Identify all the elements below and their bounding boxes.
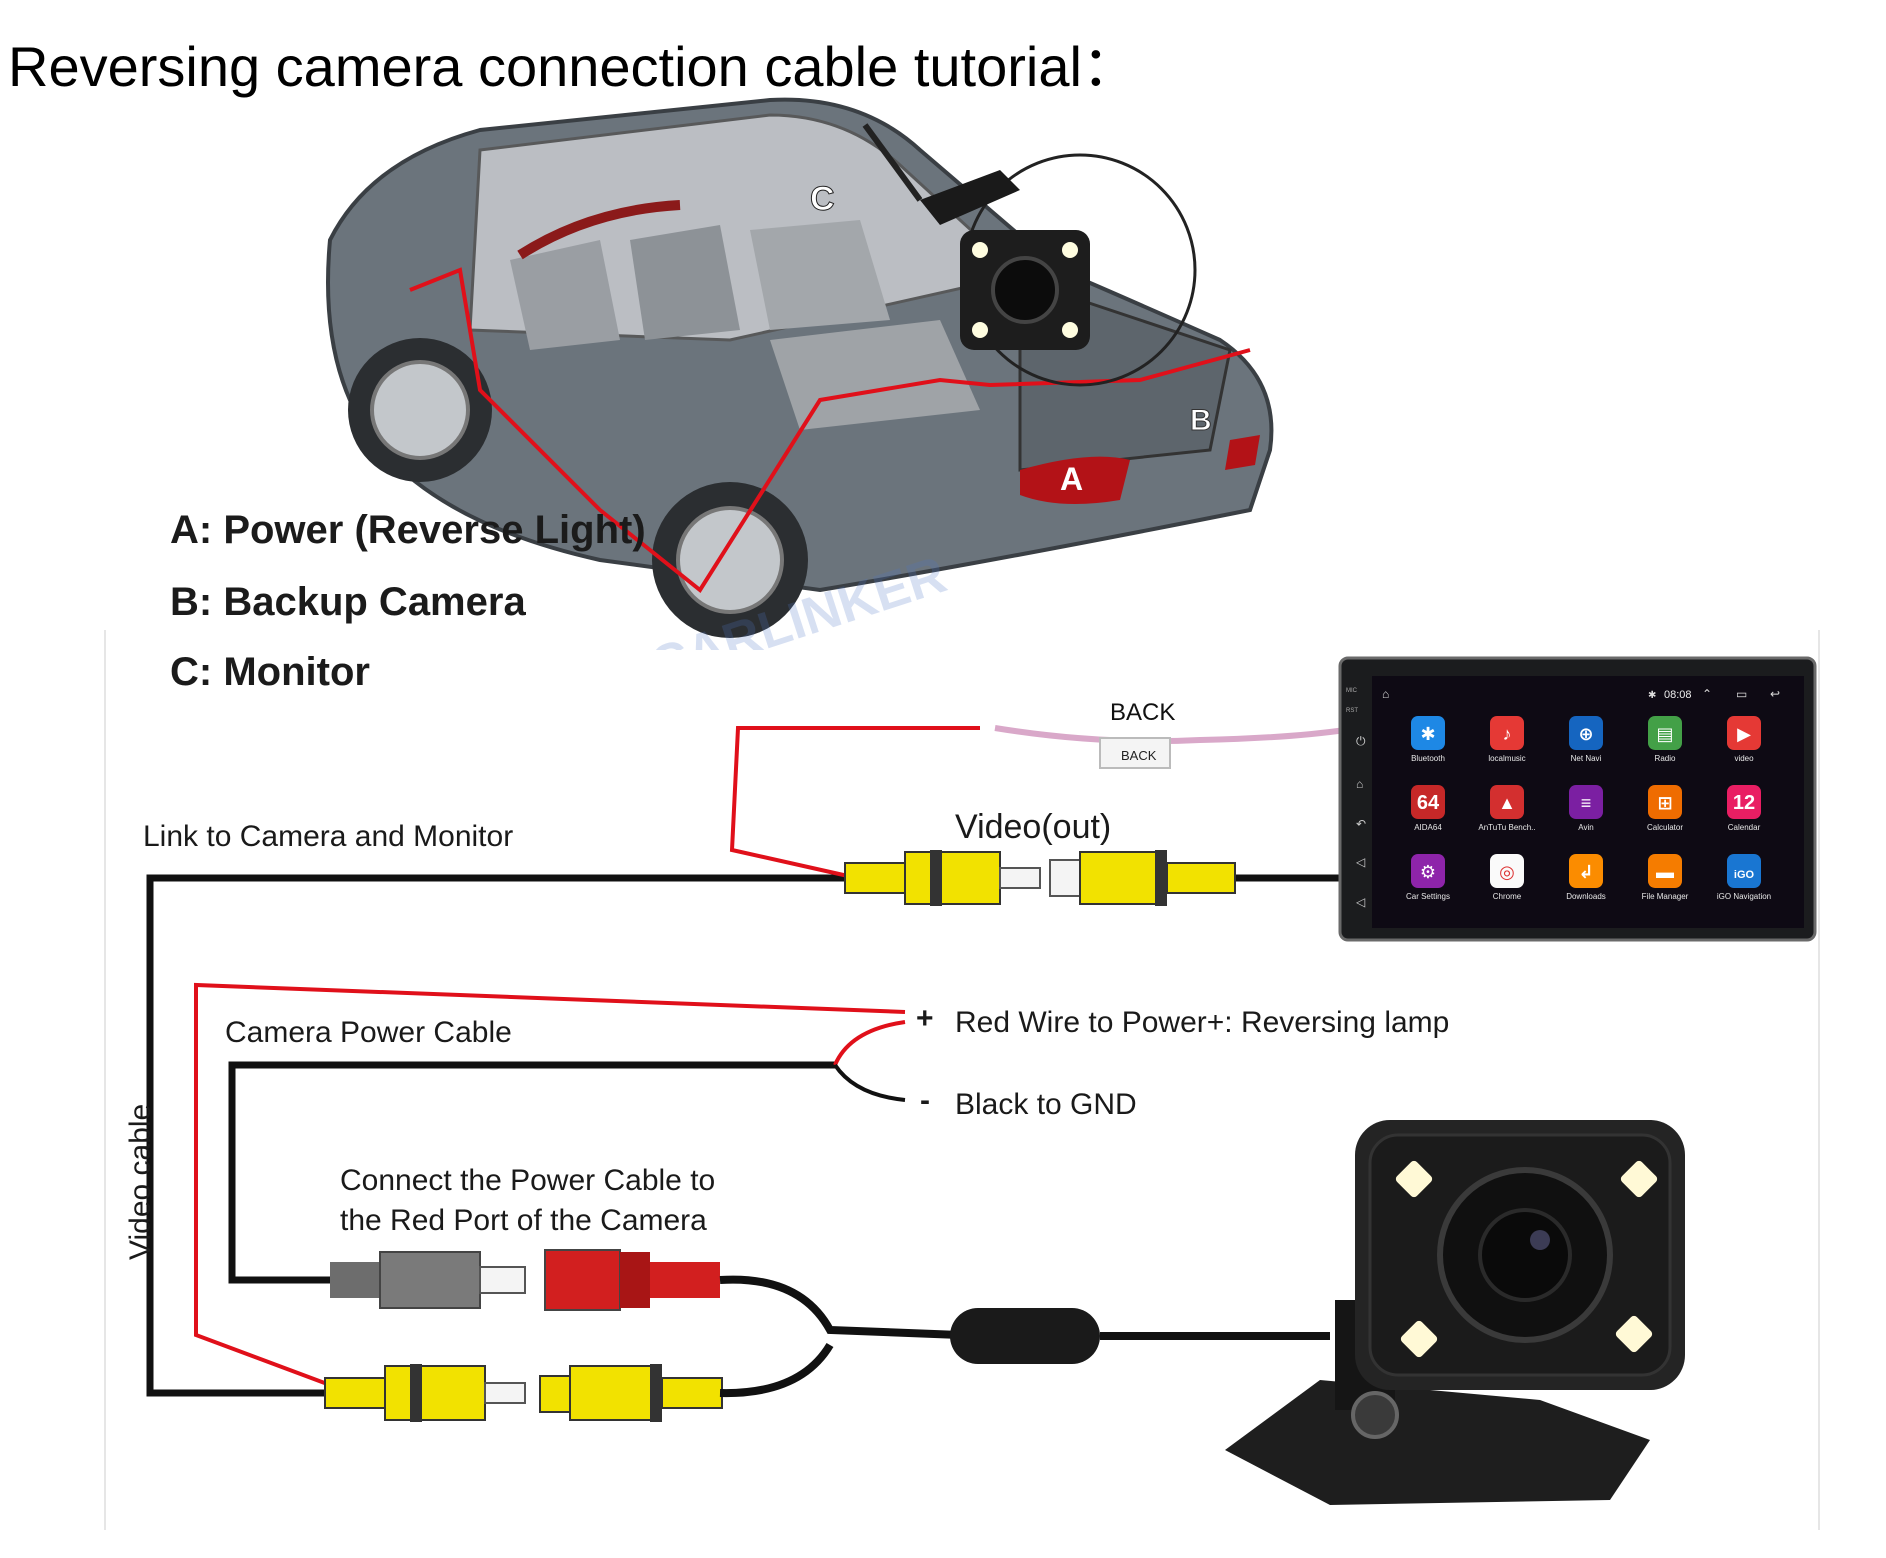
app-label: video bbox=[1734, 754, 1754, 763]
app-label: Net Navi bbox=[1571, 754, 1602, 763]
rca-female-yellow-bottom bbox=[539, 1364, 723, 1422]
app-label: Calendar bbox=[1728, 823, 1761, 832]
panel-border-left bbox=[104, 630, 106, 1530]
app-video[interactable]: ▶ video bbox=[1727, 716, 1761, 763]
app-label: Bluetooth bbox=[1411, 754, 1445, 763]
app-label: Radio bbox=[1655, 754, 1676, 763]
home-status-icon: ⌂ bbox=[1382, 687, 1389, 701]
compass-icon: ⊕ bbox=[1578, 724, 1593, 744]
link-camera-monitor-label: Link to Camera and Monitor bbox=[143, 820, 514, 853]
video-cable-wire bbox=[146, 874, 860, 1397]
app-net-navi[interactable]: ⊕ Net Navi bbox=[1569, 716, 1603, 763]
head-unit-monitor: MIC RST ⏻ ⌂ ↶ ◁ ◁ ⌂ ✱ 08:08 ⌃ ▭ ↩ ✱ Bluet… bbox=[1338, 656, 1817, 942]
app-label: Avin bbox=[1578, 823, 1593, 832]
app-label: iGO Navigation bbox=[1717, 892, 1771, 901]
music-note-icon: ♪ bbox=[1503, 724, 1512, 744]
app-calculator[interactable]: ⊞ Calculator bbox=[1647, 785, 1683, 832]
recents-icon[interactable]: ▭ bbox=[1736, 687, 1747, 701]
app-label: File Manager bbox=[1642, 892, 1689, 901]
connect-note-line2: the Red Port of the Camera bbox=[340, 1204, 707, 1237]
app-label: Downloads bbox=[1566, 892, 1606, 901]
app-chrome[interactable]: ◎ Chrome bbox=[1490, 854, 1524, 901]
chrome-icon: ◎ bbox=[1499, 862, 1515, 882]
video-cable-label: Video cable bbox=[124, 1104, 157, 1260]
back-icon[interactable]: ↶ bbox=[1356, 817, 1366, 831]
calculator-icon: ⊞ bbox=[1657, 793, 1672, 813]
app-file-manager[interactable]: ▬ File Manager bbox=[1642, 854, 1689, 901]
app-car-settings[interactable]: ⚙ Car Settings bbox=[1406, 854, 1450, 901]
rca-male-yellow-bottom bbox=[324, 1364, 526, 1422]
power-connector-grey bbox=[330, 1251, 526, 1309]
gear-icon: ⚙ bbox=[1420, 862, 1436, 882]
app-grid: ✱ Bluetooth ♪ localmusic ⊕ Net Navi ▤ Radio ▶ vid… bbox=[1406, 716, 1771, 901]
equalizer-icon: ≡ bbox=[1581, 793, 1592, 813]
volume-up-icon[interactable]: ◁ bbox=[1355, 855, 1365, 869]
legend-b: B: Backup Camera bbox=[170, 580, 526, 624]
back-tag-label: BACK bbox=[1121, 748, 1157, 763]
app-igo-navigation[interactable]: iGO iGO Navigation bbox=[1717, 854, 1771, 901]
backup-camera-zoom-icon bbox=[920, 153, 1197, 387]
rca-female-yellow-top bbox=[1049, 850, 1236, 906]
app-avin[interactable]: ≡ Avin bbox=[1569, 785, 1603, 832]
app-downloads[interactable]: ↲ Downloads bbox=[1566, 854, 1606, 901]
minus-sign: - bbox=[920, 1084, 930, 1117]
marker-b: B bbox=[1190, 404, 1212, 437]
back-pink-wire bbox=[994, 725, 1346, 745]
app-localmusic[interactable]: ♪ localmusic bbox=[1488, 716, 1526, 763]
bluetooth-icon: ✱ bbox=[1420, 724, 1435, 744]
page-title: Reversing camera connection cable tutori… bbox=[8, 35, 1138, 98]
app-label: AIDA64 bbox=[1414, 823, 1442, 832]
download-icon: ↲ bbox=[1578, 862, 1593, 882]
return-icon[interactable]: ↩ bbox=[1770, 687, 1780, 701]
app-antutu-bench[interactable]: ▲ AnTuTu Bench.. bbox=[1478, 785, 1536, 832]
app-label: Chrome bbox=[1493, 892, 1522, 901]
app-label: AnTuTu Bench.. bbox=[1478, 823, 1535, 832]
rca-male-yellow-top bbox=[844, 850, 1041, 906]
camera-power-black-wire bbox=[228, 1061, 835, 1284]
radio-icon: ▤ bbox=[1656, 724, 1673, 744]
app-label: Calculator bbox=[1647, 823, 1683, 832]
back-tag bbox=[1099, 737, 1171, 769]
panel-border-right bbox=[1818, 630, 1820, 1530]
app-label: Car Settings bbox=[1406, 892, 1450, 901]
video-out-label: Video(out) bbox=[955, 808, 1112, 846]
cable-filter-bead bbox=[950, 1308, 1100, 1364]
camera-power-cable-label: Camera Power Cable bbox=[225, 1016, 512, 1049]
app-label: localmusic bbox=[1488, 754, 1525, 763]
legend-c: C: Monitor bbox=[170, 650, 370, 694]
plus-sign: + bbox=[916, 1002, 934, 1035]
power-connector-red bbox=[544, 1249, 720, 1311]
car-cutaway-illustration: C B A CARLINKER bbox=[326, 97, 1274, 650]
rst-label: RST bbox=[1346, 708, 1358, 714]
play-icon: ▶ bbox=[1737, 724, 1751, 744]
app-radio[interactable]: ▤ Radio bbox=[1648, 716, 1682, 763]
antutu-icon: ▲ bbox=[1498, 793, 1516, 813]
legend-a: A: Power (Reverse Light) bbox=[170, 508, 646, 552]
marker-a: A bbox=[1060, 461, 1083, 497]
power-icon[interactable]: ⏻ bbox=[1356, 734, 1366, 748]
black-wire-label: Black to GND bbox=[955, 1088, 1137, 1121]
folder-icon: ▬ bbox=[1656, 862, 1674, 882]
expand-icon[interactable]: ⌃ bbox=[1702, 687, 1712, 701]
backup-camera-icon bbox=[1225, 1120, 1685, 1505]
home-icon[interactable]: ⌂ bbox=[1356, 777, 1363, 791]
marker-c: C bbox=[810, 180, 835, 218]
back-wire-label: BACK bbox=[1110, 699, 1175, 726]
aida64-icon: 64 bbox=[1417, 792, 1440, 814]
back-red-wire bbox=[729, 726, 980, 878]
calendar-icon: 12 bbox=[1733, 792, 1755, 814]
volume-down-icon[interactable]: ◁ bbox=[1355, 895, 1365, 909]
mic-label: MIC bbox=[1346, 688, 1358, 694]
red-wire-label: Red Wire to Power+: Reversing lamp bbox=[955, 1006, 1450, 1039]
bluetooth-status-icon: ✱ bbox=[1648, 690, 1656, 701]
igo-icon: iGO bbox=[1734, 869, 1755, 881]
power-red-wire bbox=[194, 982, 906, 1387]
car-cutaway-icon bbox=[326, 97, 1274, 638]
connect-note-line1: Connect the Power Cable to bbox=[340, 1164, 716, 1197]
app-bluetooth[interactable]: ✱ Bluetooth bbox=[1411, 716, 1445, 763]
clock: 08:08 bbox=[1664, 689, 1692, 701]
